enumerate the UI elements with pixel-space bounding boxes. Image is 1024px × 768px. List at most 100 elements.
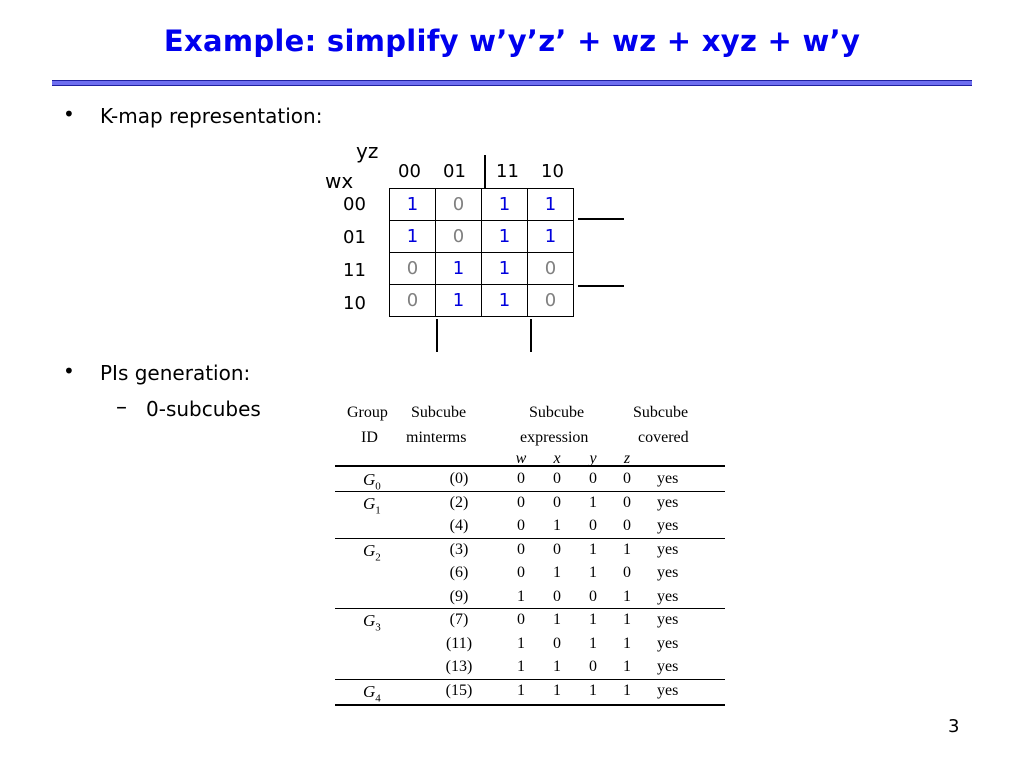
bit-value: 1 (517, 658, 525, 675)
bit-value: 1 (553, 564, 561, 581)
subbullet-text: 0-subcubes (146, 397, 261, 421)
kmap-cover-line (578, 218, 624, 220)
header-covered: covered (638, 429, 689, 446)
header-subcube-cov: Subcube (633, 404, 689, 421)
kmap-cover-line (484, 155, 486, 188)
kmap-cell: 1 (481, 220, 528, 253)
group-index: 3 (375, 621, 381, 634)
bit-value: 0 (553, 470, 561, 487)
covered-value: yes (657, 634, 679, 652)
bit-value: 0 (517, 540, 525, 558)
bullet-kmap: • K-map representation: (63, 102, 323, 128)
table-rule (335, 490, 725, 492)
bit-value: 0 (623, 564, 631, 581)
kmap-cover-line (578, 285, 624, 287)
bit-value: 0 (623, 517, 631, 534)
kmap-cell: 1 (527, 220, 574, 253)
kmap-cell: 1 (389, 188, 436, 221)
bit-value: 1 (589, 611, 597, 628)
header-subcube-expr: Subcube (529, 404, 585, 421)
kmap-cover-line (530, 319, 532, 352)
group-letter: G (363, 470, 376, 489)
bit-value: 1 (623, 587, 631, 605)
kmap-row-label: 10 (343, 293, 366, 314)
bit-value: 1 (517, 681, 525, 699)
header-id: ID (361, 429, 378, 446)
kmap-cell: 1 (481, 284, 528, 317)
kmap-row-label: 00 (343, 194, 366, 215)
bit-value: 0 (589, 658, 597, 675)
header-group: Group (347, 404, 388, 421)
group-index: 1 (375, 503, 381, 516)
covered-value: yes (657, 564, 679, 581)
minterm: (9) (449, 587, 469, 605)
bit-value: 1 (589, 540, 597, 558)
kmap-col-var: yz (356, 139, 379, 163)
bit-value: 1 (623, 611, 631, 628)
covered-value: yes (657, 517, 679, 534)
kmap-col-label: 11 (496, 161, 519, 182)
bit-value: 0 (589, 470, 597, 487)
minterm: (6) (449, 564, 469, 581)
bit-value: 1 (589, 681, 597, 699)
covered-value: yes (657, 587, 679, 605)
kmap-cell: 0 (435, 220, 482, 253)
bit-value: 1 (517, 634, 525, 652)
table-rule (335, 678, 725, 680)
kmap-row-var: wx (325, 169, 354, 193)
kmap-cell: 1 (527, 188, 574, 221)
table-rule (335, 537, 725, 539)
minterm: (15) (445, 681, 473, 699)
kmap-cell: 1 (389, 220, 436, 253)
kmap-cover-line (436, 319, 438, 352)
bit-value: 1 (589, 493, 597, 511)
minterm: (7) (449, 611, 469, 628)
kmap-cell: 0 (527, 252, 574, 285)
bit-value: 1 (623, 634, 631, 652)
bit-value: 0 (517, 493, 525, 511)
bullet-pis: • PIs generation: (63, 359, 250, 385)
kmap-cell: 1 (435, 252, 482, 285)
title-divider (52, 80, 972, 86)
bit-value: 1 (553, 517, 561, 534)
kmap-row-label: 11 (343, 260, 366, 281)
kmap-col-label: 01 (443, 161, 466, 182)
group-index: 2 (375, 550, 381, 563)
group-id: G0 (363, 470, 381, 492)
group-id: G4 (363, 682, 381, 704)
group-letter: G (363, 681, 376, 701)
kmap-cell: 0 (389, 252, 436, 285)
bit-value: 1 (623, 658, 631, 675)
group-index: 4 (375, 691, 381, 704)
bullet-kmap-text: K-map representation: (100, 104, 323, 128)
bit-value: 0 (553, 634, 561, 652)
group-index: 0 (375, 480, 381, 493)
bit-value: 1 (553, 658, 561, 675)
header-minterms: minterms (406, 429, 467, 446)
minterm: (0) (449, 470, 469, 487)
bit-value: 0 (517, 470, 525, 487)
var-y: y (589, 450, 597, 467)
covered-value: yes (657, 681, 679, 699)
covered-value: yes (657, 540, 679, 558)
kmap-col-label: 10 (541, 161, 564, 182)
minterm: (2) (449, 493, 469, 511)
slide-title: Example: simplify w’y’z’ + wz + xyz + w’… (163, 24, 861, 58)
covered-value: yes (657, 611, 679, 628)
bit-value: 1 (589, 564, 597, 581)
bit-value: 1 (553, 611, 561, 628)
bit-value: 0 (623, 470, 631, 487)
minterm: (4) (449, 517, 469, 534)
var-x: x (553, 450, 561, 467)
bit-value: 0 (517, 517, 525, 534)
group-letter: G (363, 493, 376, 513)
table-rule (335, 465, 725, 467)
minterm: (11) (445, 634, 473, 652)
